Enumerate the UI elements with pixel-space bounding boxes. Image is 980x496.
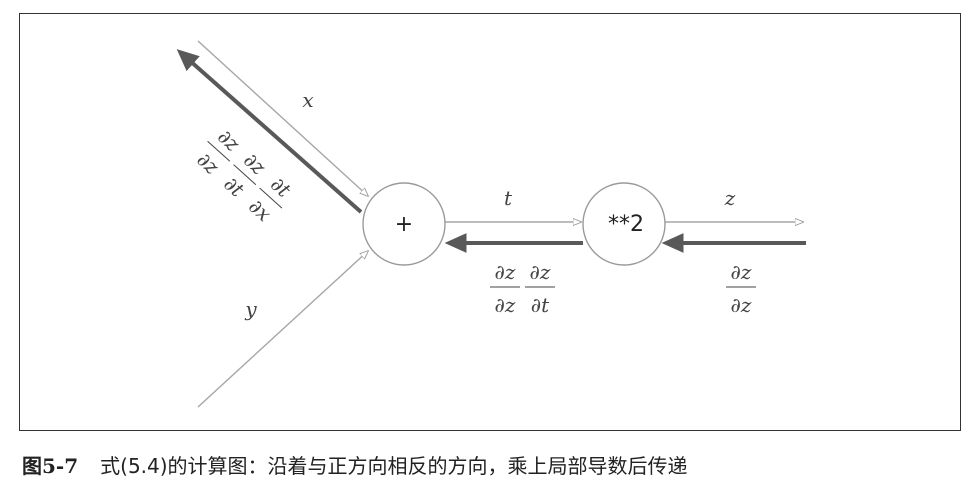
node-add-label: +	[395, 212, 413, 237]
gradient-x-fraction-bar-1	[207, 140, 231, 162]
edge-x-forward	[197, 40, 368, 196]
gradient-x-fraction-bar-3	[259, 187, 283, 209]
edge-t-label: t	[504, 186, 513, 210]
edge-y-label: y	[244, 297, 257, 321]
edge-x-label: x	[302, 88, 313, 112]
figure-caption: 图5-7 式(5.4)的计算图：沿着与正方向相反的方向，乘上局部导数后传递	[22, 450, 962, 480]
gradient-t-denominator-2: ∂t	[531, 293, 550, 317]
node-square: **2	[582, 182, 666, 266]
figure-caption-text: 式(5.4)的计算图：沿着与正方向相反的方向，乘上局部导数后传递	[100, 454, 688, 478]
gradient-x-numerator-2: ∂z	[239, 148, 271, 180]
figure-number: 图5-7	[22, 454, 79, 478]
node-add: +	[362, 182, 446, 266]
edge-x-backward	[176, 49, 363, 214]
gradient-x-fraction-bar-2	[233, 164, 257, 186]
gradient-t-numerator-1: ∂z	[495, 260, 516, 284]
gradient-output-numerator: ∂z	[731, 260, 752, 284]
gradient-x-denominator-2: ∂t	[219, 171, 249, 202]
node-square-label: **2	[608, 212, 644, 237]
edge-z-label: z	[724, 186, 736, 210]
gradient-t-denominator-1: ∂z	[495, 293, 516, 317]
gradient-x-numerator-1: ∂z	[213, 124, 245, 156]
gradient-x: ∂z ∂z ∂z ∂t ∂t ∂x	[192, 124, 296, 226]
gradient-t-numerator-2: ∂z	[530, 260, 551, 284]
gradient-output: ∂z ∂z	[726, 260, 756, 317]
gradient-output-denominator: ∂z	[731, 293, 752, 317]
edge-y-forward	[197, 251, 368, 408]
gradient-t: ∂z ∂z ∂z ∂t	[490, 260, 555, 317]
